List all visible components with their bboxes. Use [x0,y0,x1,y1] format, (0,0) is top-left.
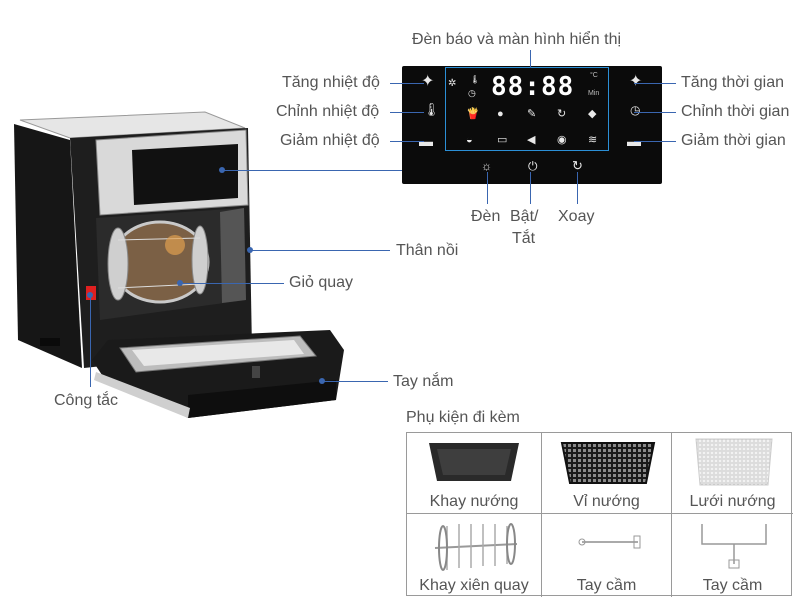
display-highlight-box [445,67,609,151]
cake-program-icon[interactable]: ▭ [497,134,508,146]
leader-basket [180,283,284,284]
time-up-label: Tăng thời gian [681,74,784,91]
temp-up-label: Tăng nhiệt độ [282,74,380,91]
temp-down-icon[interactable]: ▬ [419,133,433,149]
leader-display-title [530,50,531,68]
timer-indicator-icon: ◷ [468,88,476,98]
light-button-icon[interactable]: ☼ [481,159,492,173]
leader-switch-dot [87,292,93,298]
leader-light [487,172,488,204]
shrimp-program-icon[interactable]: ↻ [557,108,567,120]
accessory-label: Vỉ nướng [573,493,640,510]
power-label-line1: Bật/ [510,208,539,225]
time-up-icon[interactable]: ✦ [629,73,643,90]
rotate-button-icon[interactable]: ↻ [572,158,583,173]
fries-program-icon[interactable]: 🍟 [466,108,480,120]
leader-handle [322,381,388,382]
chicken-program-icon[interactable]: ● [497,108,504,120]
baking-tray-icon [429,443,519,481]
temp-up-icon[interactable]: ✦ [421,73,435,90]
accessory-rotisserie-skewer: Khay xiên quay [407,514,542,597]
fan-icon: ✲ [448,78,457,89]
body-label: Thân nồi [396,242,459,259]
display-title-label: Đèn báo và màn hình hiển thị [412,31,622,48]
display-digits: 88:88 [491,72,575,102]
leader-body [250,250,390,251]
fish-program-icon[interactable]: ◀ [527,134,536,146]
drumstick-program-icon[interactable]: ✎ [527,108,537,120]
time-adjust-label: Chỉnh thời gian [681,103,790,120]
accessories-title: Phụ kiện đi kèm [406,409,520,426]
leader-basket-dot [177,280,183,286]
unit-celsius: °C [590,72,598,79]
leader-body-dot [247,247,253,253]
switch-label: Công tắc [54,392,119,409]
leader-time-down [634,141,676,142]
leader-temp-up [390,83,424,84]
leader-panel-dot [219,167,225,173]
warm-program-icon[interactable]: ≋ [588,134,598,146]
basket-label: Giỏ quay [289,274,354,291]
handle-hook-icon [701,524,767,569]
leader-temp-down [390,141,424,142]
time-down-label: Giảm thời gian [681,132,786,149]
light-label: Đèn [471,208,501,225]
leader-temp-adjust [390,112,424,113]
temp-adjust-icon[interactable]: 🌡 [423,102,440,117]
accessory-label: Lưới nướng [689,493,776,510]
rotate-label: Xoay [558,208,595,225]
accessory-handle-1: Tay cầm [542,514,672,597]
grill-rack-icon [560,442,656,484]
leader-power [530,172,531,204]
steak-program-icon[interactable]: ◒ [466,134,473,146]
accessory-label: Tay cầm [576,577,637,594]
accessory-mesh-rack: Lưới nướng [672,433,793,514]
handle-label: Tay nắm [393,373,454,390]
accessory-handle-2: Tay cầm [672,514,793,597]
temp-indicator-icon: 🌡 [470,75,481,84]
rotisserie-skewer-icon [434,523,518,571]
accessory-label: Tay cầm [702,577,763,594]
mesh-rack-icon [695,438,773,486]
leader-rotate [577,172,578,204]
unit-minutes: Min [588,90,600,97]
leader-switch [90,295,91,387]
handle-tool-icon [578,535,641,549]
leader-time-up [634,83,676,84]
vegetable-program-icon[interactable]: ◉ [557,134,567,146]
accessories-grid: Khay nướng Vỉ nướng Lưới nướng [406,432,793,597]
power-label-line2: Tắt [512,230,536,247]
leader-handle-dot [319,378,325,384]
accessory-label: Khay nướng [429,493,519,510]
power-button-icon[interactable]: ⏻ [528,159,538,173]
pizza-program-icon[interactable]: ◆ [588,108,597,120]
temp-adjust-label: Chỉnh nhiệt độ [276,103,380,120]
leader-time-adjust [634,112,676,113]
accessory-label: Khay xiên quay [419,577,529,594]
accessory-baking-tray: Khay nướng [407,433,542,514]
temp-down-label: Giảm nhiệt độ [280,132,380,149]
leader-panel-to-fryer [222,170,402,171]
accessory-grill-rack: Vỉ nướng [542,433,672,514]
time-adjust-icon[interactable]: ◷ [630,103,641,117]
